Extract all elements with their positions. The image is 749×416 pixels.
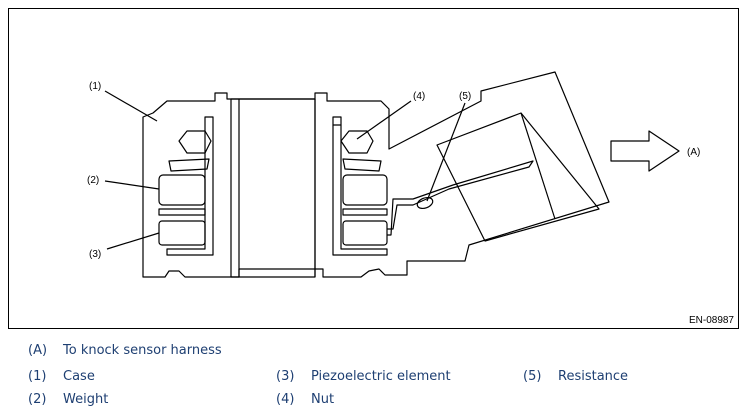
legend-text: Resistance <box>558 369 629 384</box>
connector-body <box>436 112 600 242</box>
leader-5 <box>426 102 466 202</box>
callout-5: (5) <box>459 91 471 102</box>
legend-item-3: (3) Piezoelectric element <box>276 369 451 384</box>
piezo-right <box>342 220 388 246</box>
legend-code: (A) <box>28 343 48 358</box>
center-bore <box>230 98 316 278</box>
washer-left <box>168 158 210 172</box>
legend-item-1: (1) Case <box>28 369 95 384</box>
leader-4 <box>356 100 412 140</box>
weight-right <box>342 174 388 206</box>
legend-text: Case <box>63 369 95 384</box>
left-inner-column <box>166 116 214 256</box>
legend-text: Nut <box>311 392 335 407</box>
legend-text: To knock sensor harness <box>63 343 222 358</box>
harness-wire <box>387 160 534 236</box>
legend-code: (3) <box>276 369 295 384</box>
knock-sensor-diagram: (1) (2) (3) (4) (5) (A) <box>87 71 700 278</box>
nut-left <box>178 130 212 154</box>
legend-code: (4) <box>276 392 295 407</box>
leader-3 <box>106 232 160 250</box>
connector-divider <box>520 112 556 220</box>
legend-code: (5) <box>523 369 542 384</box>
legend-code: (2) <box>28 392 47 407</box>
direction-arrow <box>610 130 680 172</box>
callout-2: (2) <box>87 175 99 186</box>
diagram-frame: (1) (2) (3) (4) (5) (A) EN-08987 <box>8 8 739 329</box>
callout-a: (A) <box>687 147 700 158</box>
leader-1 <box>104 90 158 122</box>
resistance <box>416 196 434 210</box>
callout-4: (4) <box>413 91 425 102</box>
callout-1: (1) <box>89 81 101 92</box>
nut-right <box>340 130 374 154</box>
legend-item-a: (A) To knock sensor harness <box>28 343 222 358</box>
plate-left <box>158 208 206 216</box>
legend-item-2: (2) Weight <box>28 392 108 407</box>
right-inner-wall <box>332 125 388 256</box>
legend-text: Weight <box>63 392 109 407</box>
weight-left <box>158 174 206 206</box>
piezo-left <box>158 220 206 246</box>
plate-right <box>342 208 388 216</box>
legend-item-5: (5) Resistance <box>523 369 628 384</box>
callout-3: (3) <box>89 249 101 260</box>
legend-item-4: (4) Nut <box>276 392 334 407</box>
washer-right <box>342 158 382 172</box>
legend-code: (1) <box>28 369 47 384</box>
leader-2 <box>104 180 160 190</box>
legend-text: Piezoelectric element <box>311 369 451 384</box>
figure-id: EN-08987 <box>688 315 734 326</box>
right-inner-column <box>332 116 342 126</box>
